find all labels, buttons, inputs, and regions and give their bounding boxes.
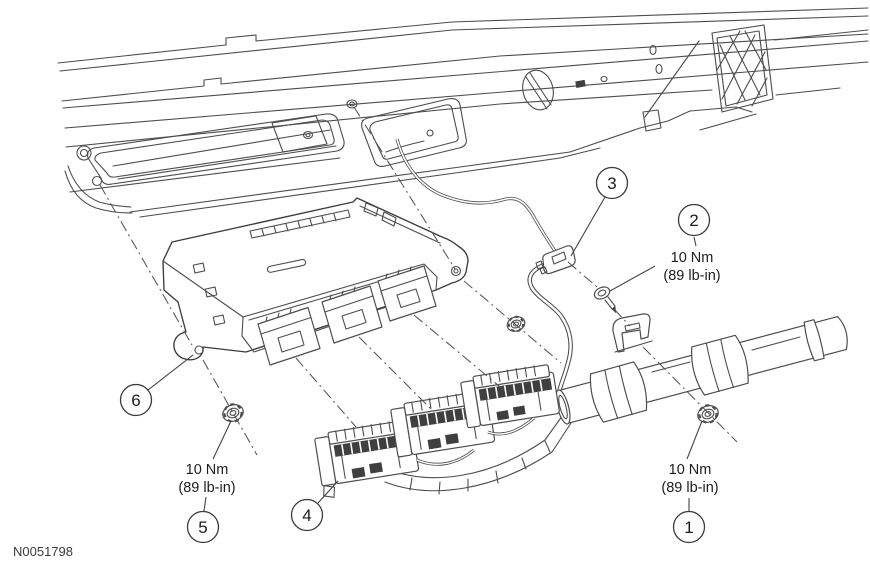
module-mount-ear-hole <box>194 345 204 355</box>
conduit-tube <box>557 316 848 424</box>
callout-6: 6 <box>119 354 194 417</box>
torque-label-2-lbin: (89 lb-in) <box>663 268 720 284</box>
module-socket-3 <box>377 265 437 322</box>
mount-nut-5 <box>222 403 244 423</box>
callout-3: 3 <box>570 166 629 257</box>
ground-wires <box>395 138 573 399</box>
module-vent-slot <box>266 258 307 273</box>
hinge-tab-icon <box>655 63 663 75</box>
stud-bolt <box>593 286 617 314</box>
torque-label-5-lbin: (89 lb-in) <box>178 480 235 496</box>
cowl-opening-left <box>87 113 345 185</box>
cowl-stud-center-icon <box>346 99 358 109</box>
callout-4-number: 4 <box>302 506 311 525</box>
cowl-stud-center2-icon <box>302 130 314 140</box>
callout-4: 4 <box>290 480 339 532</box>
torque-label-5-nm: 10 Nm <box>186 462 229 478</box>
harness-connector-3 <box>460 364 560 429</box>
terminal-bracket <box>535 245 576 275</box>
cowl-structure <box>57 7 869 218</box>
callout-1: 1 10 Nm (89 lb-in) <box>661 420 719 544</box>
module-socket-2 <box>321 285 383 344</box>
torque-label-1-lbin: (89 lb-in) <box>661 480 718 496</box>
module-bracket-hole <box>450 265 462 277</box>
harness-conduit <box>384 411 572 495</box>
callout-5-bubble <box>186 510 220 544</box>
callout-3-number: 3 <box>607 174 616 193</box>
mesh-panel <box>711 24 774 113</box>
pcm-module <box>162 197 469 366</box>
panel-mark <box>575 79 586 88</box>
callout-2-number: 2 <box>689 211 698 230</box>
cowl-stud-left-icon <box>76 145 92 161</box>
figure-number: N0051798 <box>13 544 73 559</box>
torque-label-2-nm: 10 Nm <box>671 250 714 266</box>
callout-4-bubble <box>290 498 324 532</box>
callout-3-bubble <box>595 166 629 200</box>
module-connector-rim <box>241 263 438 353</box>
tube-bracket <box>612 313 653 353</box>
module-socket-1 <box>257 306 321 366</box>
callout-5-number: 5 <box>198 518 207 537</box>
callout-2-bubble <box>677 203 711 237</box>
cowl-access-hole <box>522 69 554 111</box>
cowl-opening-center <box>361 98 467 167</box>
hinge-tab-icon <box>649 44 657 56</box>
callout-5: 5 10 Nm (89 lb-in) <box>178 420 236 544</box>
assembly-centerlines <box>99 106 738 456</box>
callout-6-number: 6 <box>131 391 140 410</box>
callout-2: 2 10 Nm (89 lb-in) <box>609 203 721 292</box>
callout-1-bubble <box>672 510 706 544</box>
callout-1-number: 1 <box>684 518 693 537</box>
torque-label-1-nm: 10 Nm <box>669 462 712 478</box>
cowl-mount-hole-left <box>91 175 103 187</box>
mount-nut-mid <box>506 315 526 333</box>
callout-6-bubble <box>119 383 153 417</box>
